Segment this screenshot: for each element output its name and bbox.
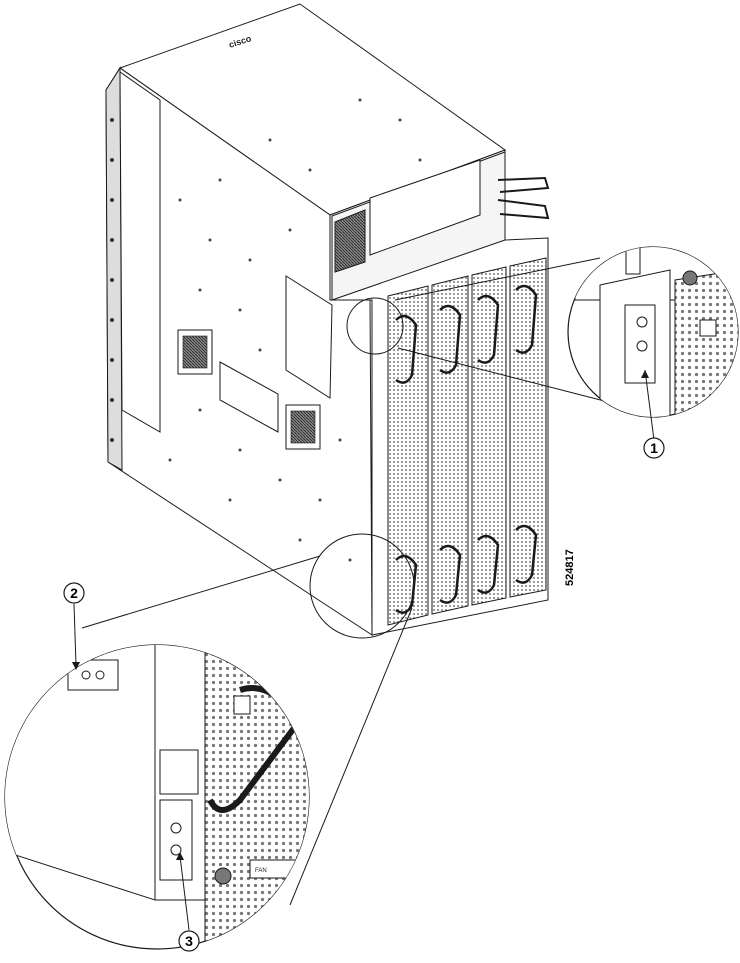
zoom-lines-top — [394, 257, 621, 406]
figure-id: 524817 — [564, 549, 576, 586]
card-cage-inner — [369, 159, 481, 256]
side-panel — [119, 71, 161, 433]
callout-2-label: 2 — [70, 585, 78, 601]
psu-slot-3 — [471, 266, 507, 606]
psu-slot-4 — [509, 257, 547, 598]
flange-bolts — [110, 118, 114, 442]
psu-slot-1 — [387, 285, 429, 626]
cage-vent — [334, 209, 366, 273]
callout-3: 3 — [176, 852, 200, 952]
access-plate — [285, 275, 333, 399]
rack-flange — [105, 66, 123, 471]
psu-label: FAN — [255, 868, 267, 874]
zoom-source-top — [346, 297, 404, 355]
side-rivets — [168, 98, 422, 562]
zoom-source-bottom — [309, 533, 415, 639]
callout-1-label: 1 — [650, 440, 658, 456]
cage-handle-bottom — [497, 199, 550, 220]
detail-bottom — [4, 644, 310, 950]
power-supply-modules — [387, 257, 547, 626]
callout-3-label: 3 — [185, 933, 193, 949]
psu-slot-2 — [431, 275, 469, 615]
zoom-lines-bottom — [81, 555, 413, 906]
callout-2: 2 — [63, 582, 85, 670]
cage-handle-top — [497, 176, 550, 193]
callout-1: 1 — [641, 369, 665, 459]
side-label-plate — [219, 361, 279, 433]
